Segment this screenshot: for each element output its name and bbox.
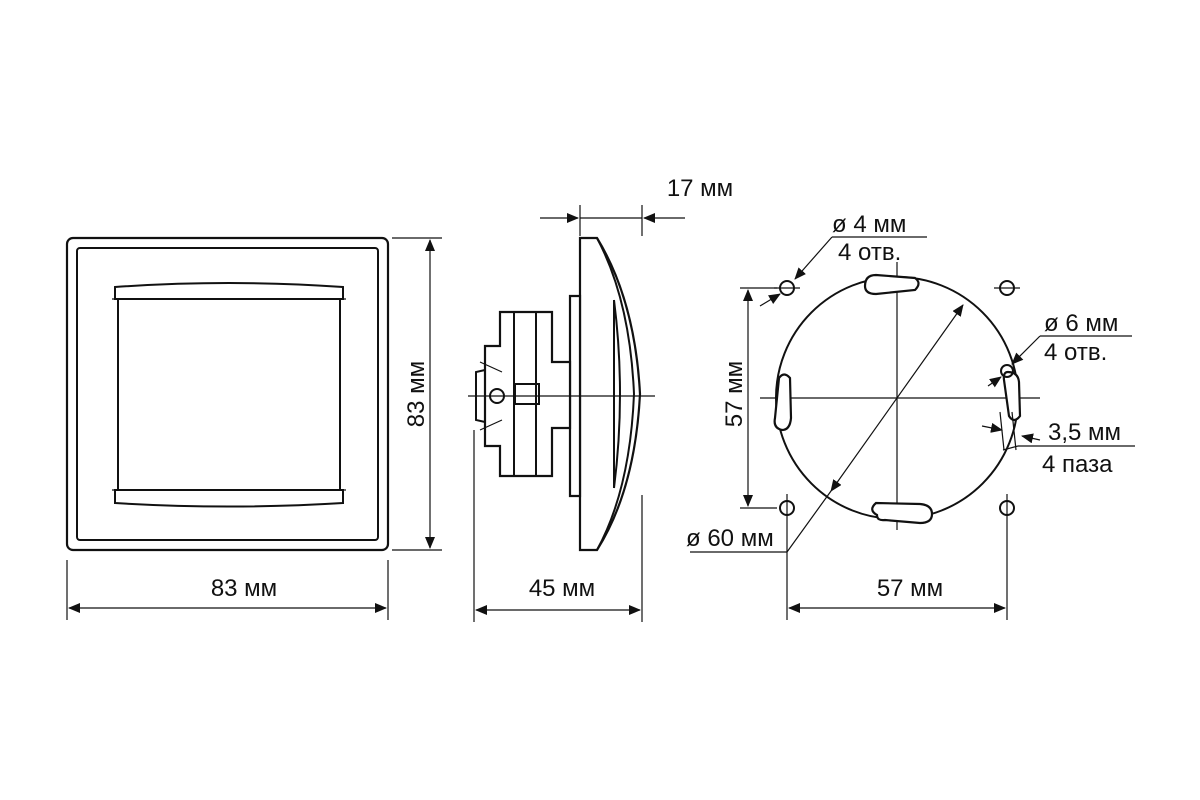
mechanism-body [483,310,572,478]
small-holes-label: ø 4 мм [832,211,906,238]
slot-bottom [871,501,934,525]
diameter-line [830,304,964,492]
terminal [514,383,540,405]
slot-top [863,273,920,296]
hole-6mm [1000,364,1014,378]
hole-bottom-left [779,494,795,522]
small-holes-count: 4 отв. [838,239,901,266]
hole-top-left [774,280,800,296]
mount-width-label: 57 мм [877,575,943,602]
inner-frame-edge [76,247,379,541]
side-view: 45 мм 17 мм [468,175,733,622]
slots-count: 4 паза [1042,451,1113,478]
large-holes-count: 4 отв. [1044,339,1107,366]
side-frame [578,236,642,552]
key-top-lip [114,282,344,300]
hole-bottom-right [999,494,1015,522]
front-view: 83 мм 83 мм [65,236,442,620]
slot-right [1002,370,1022,422]
mount-height-label: 57 мм [721,361,748,427]
side-protrusion-label: 17 мм [667,175,733,202]
key-bottom-lip [114,489,344,508]
side-depth-label: 45 мм [529,575,595,602]
large-holes-label: ø 6 мм [1044,310,1118,337]
front-height-label: 83 мм [403,361,430,427]
front-width-label: 83 мм [211,575,277,602]
diameter-label: ø 60 мм [686,525,774,552]
hole-top-right [994,280,1020,296]
slot-left [773,373,793,432]
mounting-view: ø 60 мм 57 мм 57 мм ø 4 мм 4 отв. ø 6 мм… [686,211,1135,620]
outer-frame [65,236,390,552]
slots-label: 3,5 мм [1048,419,1121,446]
